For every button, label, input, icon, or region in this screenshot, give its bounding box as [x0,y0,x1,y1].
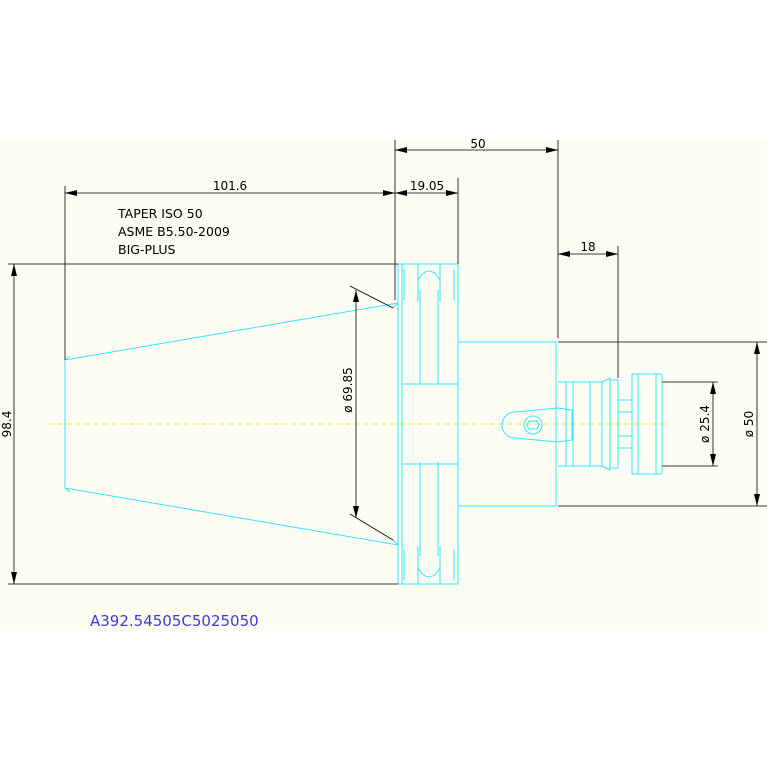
dim-flange-width: 19.05 [410,179,444,193]
dim-body-diameter: ø 50 [742,411,756,437]
note-system: BIG-PLUS [118,242,175,257]
dim-bore-diameter: ø 25.4 [698,405,712,443]
screw-boss [501,407,573,443]
dim-overall-length: 50 [470,137,485,151]
flange [397,263,459,585]
dimensions [8,140,767,585]
nose [565,381,603,467]
dim-gauge-diameter: ø 69.85 [341,367,355,413]
part-number: A392.54505C5025050 [90,612,259,630]
drawing-area [0,140,767,630]
note-taper: TAPER ISO 50 [117,206,203,221]
toolholder-outline [64,263,663,585]
v-groove [417,264,441,584]
taper-shank [64,302,399,546]
note-standard: ASME B5.50-2009 [118,224,230,239]
dim-nose-length: 18 [580,240,595,254]
dim-taper-length: 101.6 [213,179,247,193]
end-cap [631,373,663,475]
dim-flange-height: 98.4 [0,411,14,438]
set-screw [523,415,543,435]
drive-slot [402,383,458,465]
